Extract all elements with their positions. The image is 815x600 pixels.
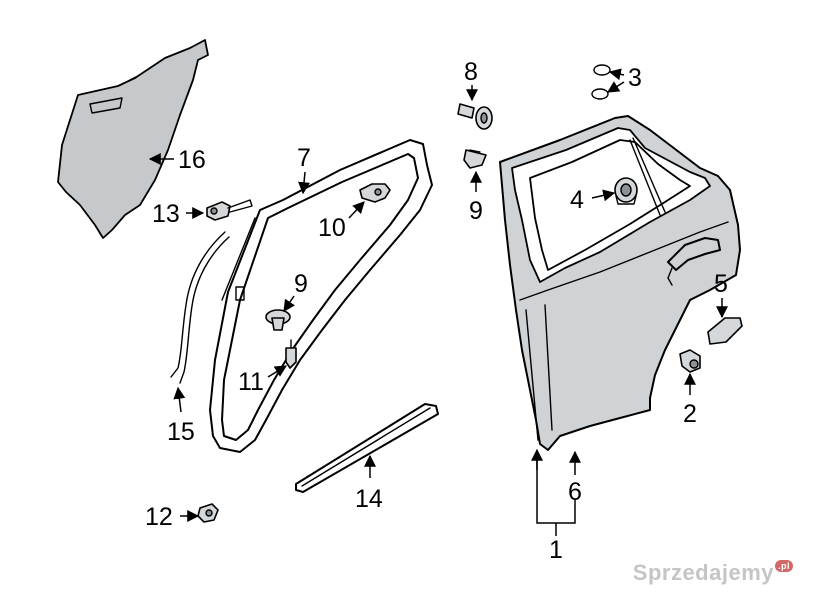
part-9-push-clip-left <box>265 309 291 331</box>
label-9-left: 9 <box>294 270 308 298</box>
label-16: 16 <box>178 146 206 174</box>
label-12: 12 <box>145 503 173 531</box>
part-15-rod <box>170 231 230 384</box>
label-11: 11 <box>238 368 264 396</box>
part-10-clip <box>359 183 391 203</box>
part-7-door-seal <box>209 139 433 453</box>
part-11-bolt <box>285 339 297 369</box>
label-8: 8 <box>464 58 478 86</box>
part-2-bumper <box>679 349 701 373</box>
label-13: 13 <box>152 200 180 228</box>
label-14: 14 <box>355 485 383 513</box>
label-1: 1 <box>549 536 563 564</box>
watermark-text: Sprzedajemy <box>632 560 774 585</box>
label-4: 4 <box>570 186 584 214</box>
label-2: 2 <box>683 400 697 428</box>
label-10: 10 <box>318 214 346 242</box>
part-number-labels: 16 7 13 10 9 11 15 14 12 8 9 3 4 5 2 6 1 <box>145 58 728 564</box>
watermark-badge: .pl <box>775 560 793 572</box>
watermark: Sprzedajemy.pl <box>633 560 793 586</box>
part-13-clip <box>206 199 253 221</box>
label-6: 6 <box>568 478 582 506</box>
label-5: 5 <box>714 270 728 298</box>
label-3: 3 <box>628 64 642 92</box>
label-7: 7 <box>297 144 311 172</box>
label-9-right: 9 <box>469 197 483 225</box>
leader-lines <box>148 68 728 536</box>
part-5-cover <box>707 317 743 345</box>
part-3-washers <box>591 64 611 100</box>
part-8-bolt <box>457 103 493 130</box>
part-9-push-clip-right <box>463 149 487 169</box>
part-16-door-trim-panel <box>57 39 209 239</box>
part-1-door-shell <box>499 115 741 451</box>
part-14-molding <box>295 403 439 493</box>
part-12-clip <box>197 503 219 523</box>
label-15: 15 <box>167 418 195 446</box>
